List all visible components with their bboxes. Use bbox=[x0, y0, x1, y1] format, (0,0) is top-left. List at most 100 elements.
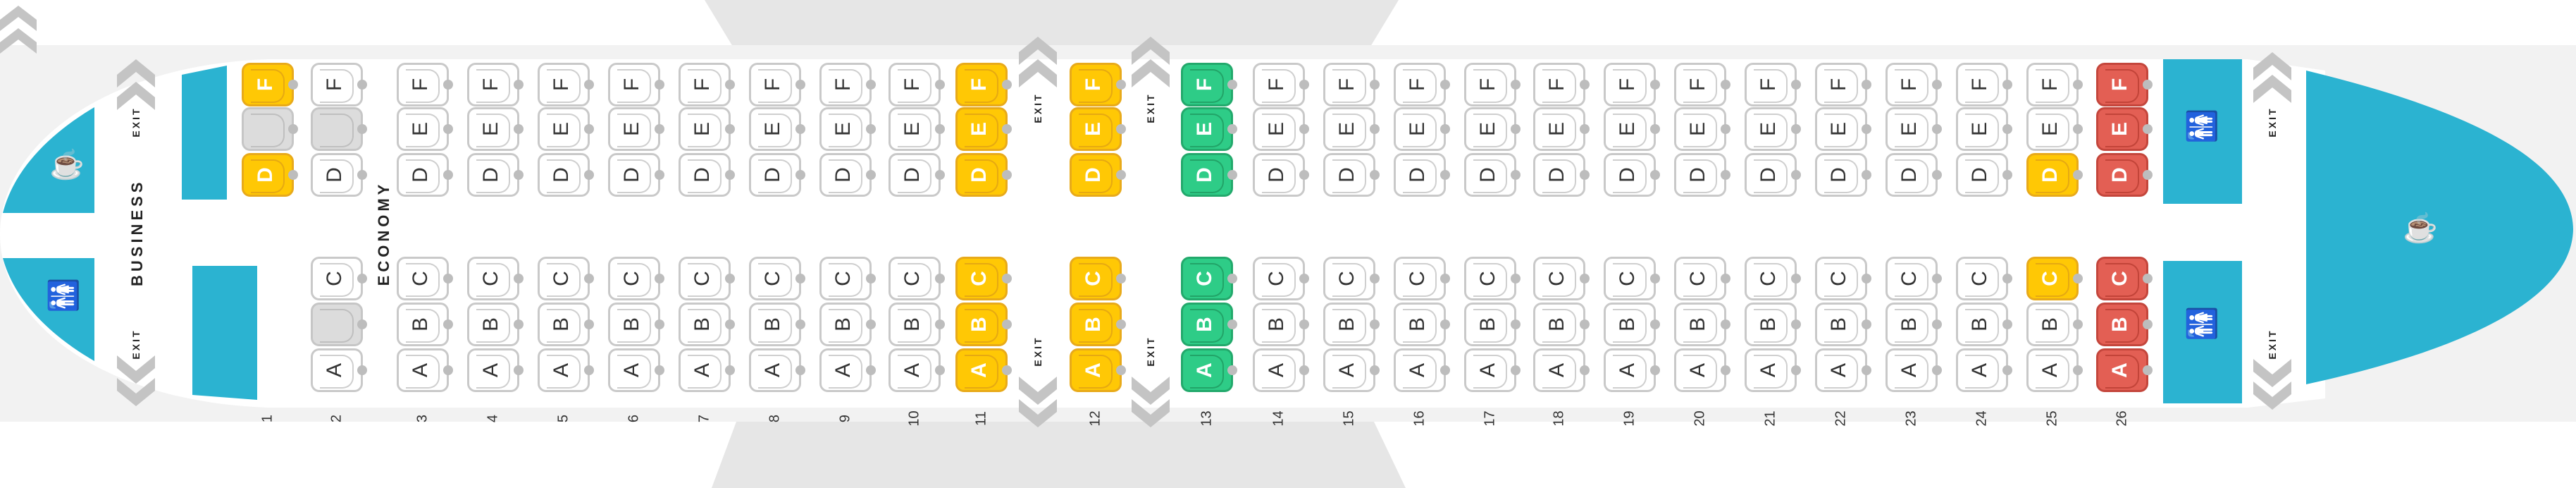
seat-5B[interactable]: B bbox=[538, 303, 594, 346]
seat-14E[interactable]: E bbox=[1253, 107, 1309, 151]
seat-9F[interactable]: F bbox=[819, 63, 876, 106]
seat-5D[interactable]: D bbox=[538, 153, 594, 197]
seat-16C[interactable]: C bbox=[1394, 257, 1450, 300]
seat-21B[interactable]: B bbox=[1745, 303, 1801, 346]
seat-17D[interactable]: D bbox=[1464, 153, 1521, 197]
seat-10B[interactable]: B bbox=[888, 303, 945, 346]
seat-5F[interactable]: F bbox=[538, 63, 594, 106]
seat-17F[interactable]: F bbox=[1464, 63, 1521, 106]
seat-14B[interactable]: B bbox=[1253, 303, 1309, 346]
seat-16A[interactable]: A bbox=[1394, 348, 1450, 392]
seat-9B[interactable]: B bbox=[819, 303, 876, 346]
seat-2C[interactable]: C bbox=[311, 257, 367, 300]
seat-22F[interactable]: F bbox=[1815, 63, 1871, 106]
seat-3A[interactable]: A bbox=[397, 348, 453, 392]
seat-12E[interactable]: E bbox=[1070, 107, 1126, 151]
seat-3D[interactable]: D bbox=[397, 153, 453, 197]
seat-1D[interactable]: D bbox=[242, 153, 298, 197]
seat-7A[interactable]: A bbox=[679, 348, 735, 392]
seat-15A[interactable]: A bbox=[1323, 348, 1380, 392]
seat-24F[interactable]: F bbox=[1956, 63, 2012, 106]
seat-10F[interactable]: F bbox=[888, 63, 945, 106]
seat-15C[interactable]: C bbox=[1323, 257, 1380, 300]
seat-22E[interactable]: E bbox=[1815, 107, 1871, 151]
seat-6F[interactable]: F bbox=[608, 63, 664, 106]
seat-8F[interactable]: F bbox=[749, 63, 805, 106]
seat-13C[interactable]: C bbox=[1181, 257, 1237, 300]
seat-24A[interactable]: A bbox=[1956, 348, 2012, 392]
seat-26D[interactable]: D bbox=[2096, 153, 2153, 197]
seat-12C[interactable]: C bbox=[1070, 257, 1126, 300]
seat-11E[interactable]: E bbox=[955, 107, 1012, 151]
seat-14A[interactable]: A bbox=[1253, 348, 1309, 392]
seat-12A[interactable]: A bbox=[1070, 348, 1126, 392]
seat-5C[interactable]: C bbox=[538, 257, 594, 300]
seat-18D[interactable]: D bbox=[1533, 153, 1590, 197]
seat-23D[interactable]: D bbox=[1885, 153, 1942, 197]
seat-8C[interactable]: C bbox=[749, 257, 805, 300]
seat-8A[interactable]: A bbox=[749, 348, 805, 392]
seat-17A[interactable]: A bbox=[1464, 348, 1521, 392]
seat-20B[interactable]: B bbox=[1674, 303, 1730, 346]
seat-7F[interactable]: F bbox=[679, 63, 735, 106]
seat-7C[interactable]: C bbox=[679, 257, 735, 300]
seat-21E[interactable]: E bbox=[1745, 107, 1801, 151]
seat-17B[interactable]: B bbox=[1464, 303, 1521, 346]
seat-10E[interactable]: E bbox=[888, 107, 945, 151]
seat-18E[interactable]: E bbox=[1533, 107, 1590, 151]
seat-21D[interactable]: D bbox=[1745, 153, 1801, 197]
seat-26E[interactable]: E bbox=[2096, 107, 2153, 151]
seat-21A[interactable]: A bbox=[1745, 348, 1801, 392]
seat-16B[interactable]: B bbox=[1394, 303, 1450, 346]
seat-23A[interactable]: A bbox=[1885, 348, 1942, 392]
seat-22A[interactable]: A bbox=[1815, 348, 1871, 392]
seat-2D[interactable]: D bbox=[311, 153, 367, 197]
seat-14C[interactable]: C bbox=[1253, 257, 1309, 300]
seat-23B[interactable]: B bbox=[1885, 303, 1942, 346]
seat-26F[interactable]: F bbox=[2096, 63, 2153, 106]
seat-4A[interactable]: A bbox=[467, 348, 524, 392]
seat-13A[interactable]: A bbox=[1181, 348, 1237, 392]
seat-16E[interactable]: E bbox=[1394, 107, 1450, 151]
seat-22D[interactable]: D bbox=[1815, 153, 1871, 197]
seat-15E[interactable]: E bbox=[1323, 107, 1380, 151]
seat-10D[interactable]: D bbox=[888, 153, 945, 197]
seat-3F[interactable]: F bbox=[397, 63, 453, 106]
seat-24E[interactable]: E bbox=[1956, 107, 2012, 151]
seat-3B[interactable]: B bbox=[397, 303, 453, 346]
seat-15F[interactable]: F bbox=[1323, 63, 1380, 106]
seat-18C[interactable]: C bbox=[1533, 257, 1590, 300]
seat-4B[interactable]: B bbox=[467, 303, 524, 346]
seat-20F[interactable]: F bbox=[1674, 63, 1730, 106]
seat-26B[interactable]: B bbox=[2096, 303, 2153, 346]
seat-26C[interactable]: C bbox=[2096, 257, 2153, 300]
seat-19B[interactable]: B bbox=[1604, 303, 1660, 346]
seat-11B[interactable]: B bbox=[955, 303, 1012, 346]
seat-23F[interactable]: F bbox=[1885, 63, 1942, 106]
seat-17E[interactable]: E bbox=[1464, 107, 1521, 151]
seat-3C[interactable]: C bbox=[397, 257, 453, 300]
seat-1F[interactable]: F bbox=[242, 63, 298, 106]
seat-25B[interactable]: B bbox=[2026, 303, 2083, 346]
seat-3E[interactable]: E bbox=[397, 107, 453, 151]
seat-2A[interactable]: A bbox=[311, 348, 367, 392]
seat-25A[interactable]: A bbox=[2026, 348, 2083, 392]
seat-25E[interactable]: E bbox=[2026, 107, 2083, 151]
seat-9E[interactable]: E bbox=[819, 107, 876, 151]
seat-20C[interactable]: C bbox=[1674, 257, 1730, 300]
seat-12D[interactable]: D bbox=[1070, 153, 1126, 197]
seat-11A[interactable]: A bbox=[955, 348, 1012, 392]
seat-23E[interactable]: E bbox=[1885, 107, 1942, 151]
seat-19D[interactable]: D bbox=[1604, 153, 1660, 197]
seat-7B[interactable]: B bbox=[679, 303, 735, 346]
seat-2F[interactable]: F bbox=[311, 63, 367, 106]
seat-4D[interactable]: D bbox=[467, 153, 524, 197]
seat-13E[interactable]: E bbox=[1181, 107, 1237, 151]
seat-20D[interactable]: D bbox=[1674, 153, 1730, 197]
seat-16F[interactable]: F bbox=[1394, 63, 1450, 106]
seat-6C[interactable]: C bbox=[608, 257, 664, 300]
seat-24D[interactable]: D bbox=[1956, 153, 2012, 197]
seat-4E[interactable]: E bbox=[467, 107, 524, 151]
seat-7E[interactable]: E bbox=[679, 107, 735, 151]
seat-21F[interactable]: F bbox=[1745, 63, 1801, 106]
